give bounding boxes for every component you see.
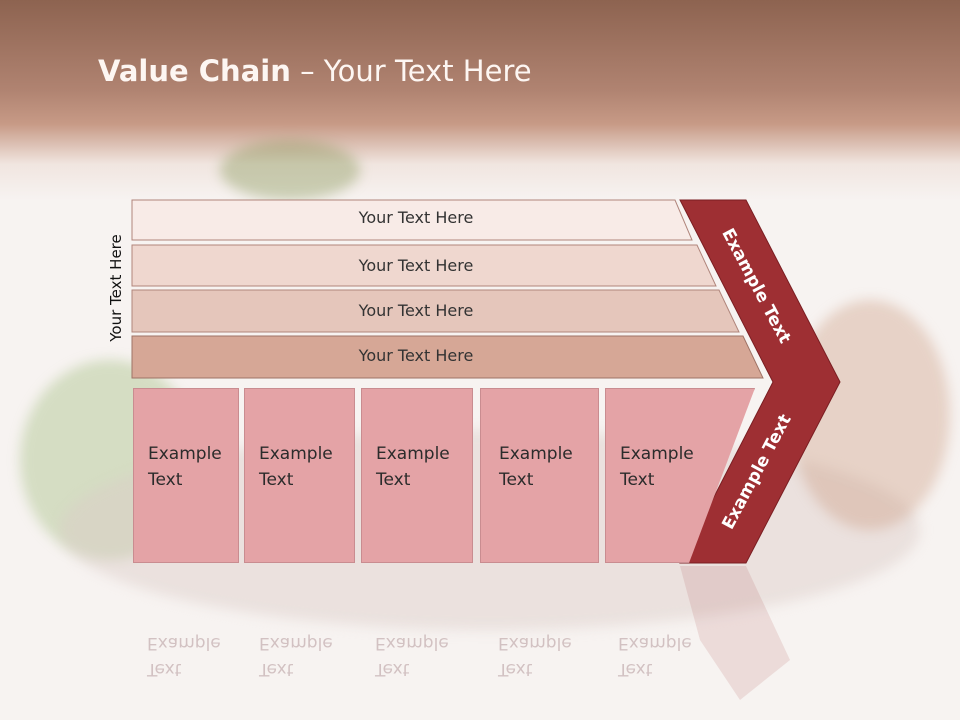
primary-box-3-line2: Text [376,470,411,490]
support-row-2 [131,244,717,287]
primary-box-2-line1: Example [259,444,333,464]
primary-box-1: Example Text [133,388,239,563]
title-bold: Value Chain [98,54,291,88]
primary-box-4: Example Text [480,388,599,563]
support-row-1-label: Your Text Here [358,208,474,227]
margin-chevron [679,199,841,564]
primary-box-5-line1: Example [620,444,694,464]
margin-chevron-reflection [680,566,790,700]
title-rest: – Your Text Here [290,54,532,88]
primary-box-4-line1: Example [499,444,573,464]
support-row-1 [131,199,693,241]
primary-box-4-line2: Text [499,470,534,490]
support-row-2-label: Your Text Here [358,256,474,275]
primary-box-2: Example Text [244,388,355,563]
primary-box-3-line1: Example [376,444,450,464]
support-row-3 [131,289,740,333]
primary-box-1-line1: Example [148,444,222,464]
primary-box-1-line2: Text [148,470,183,490]
support-row-3-label: Your Text Here [358,301,474,320]
support-row-4-label: Your Text Here [358,346,474,365]
primary-box-2-line2: Text [259,470,294,490]
header-band [0,0,960,200]
primary-box-5-line2: Text [620,470,655,490]
primary-box-3: Example Text [361,388,473,563]
page-title: Value Chain – Your Text Here [98,54,532,88]
background-photo-herb [220,140,360,200]
support-row-4 [131,335,764,379]
